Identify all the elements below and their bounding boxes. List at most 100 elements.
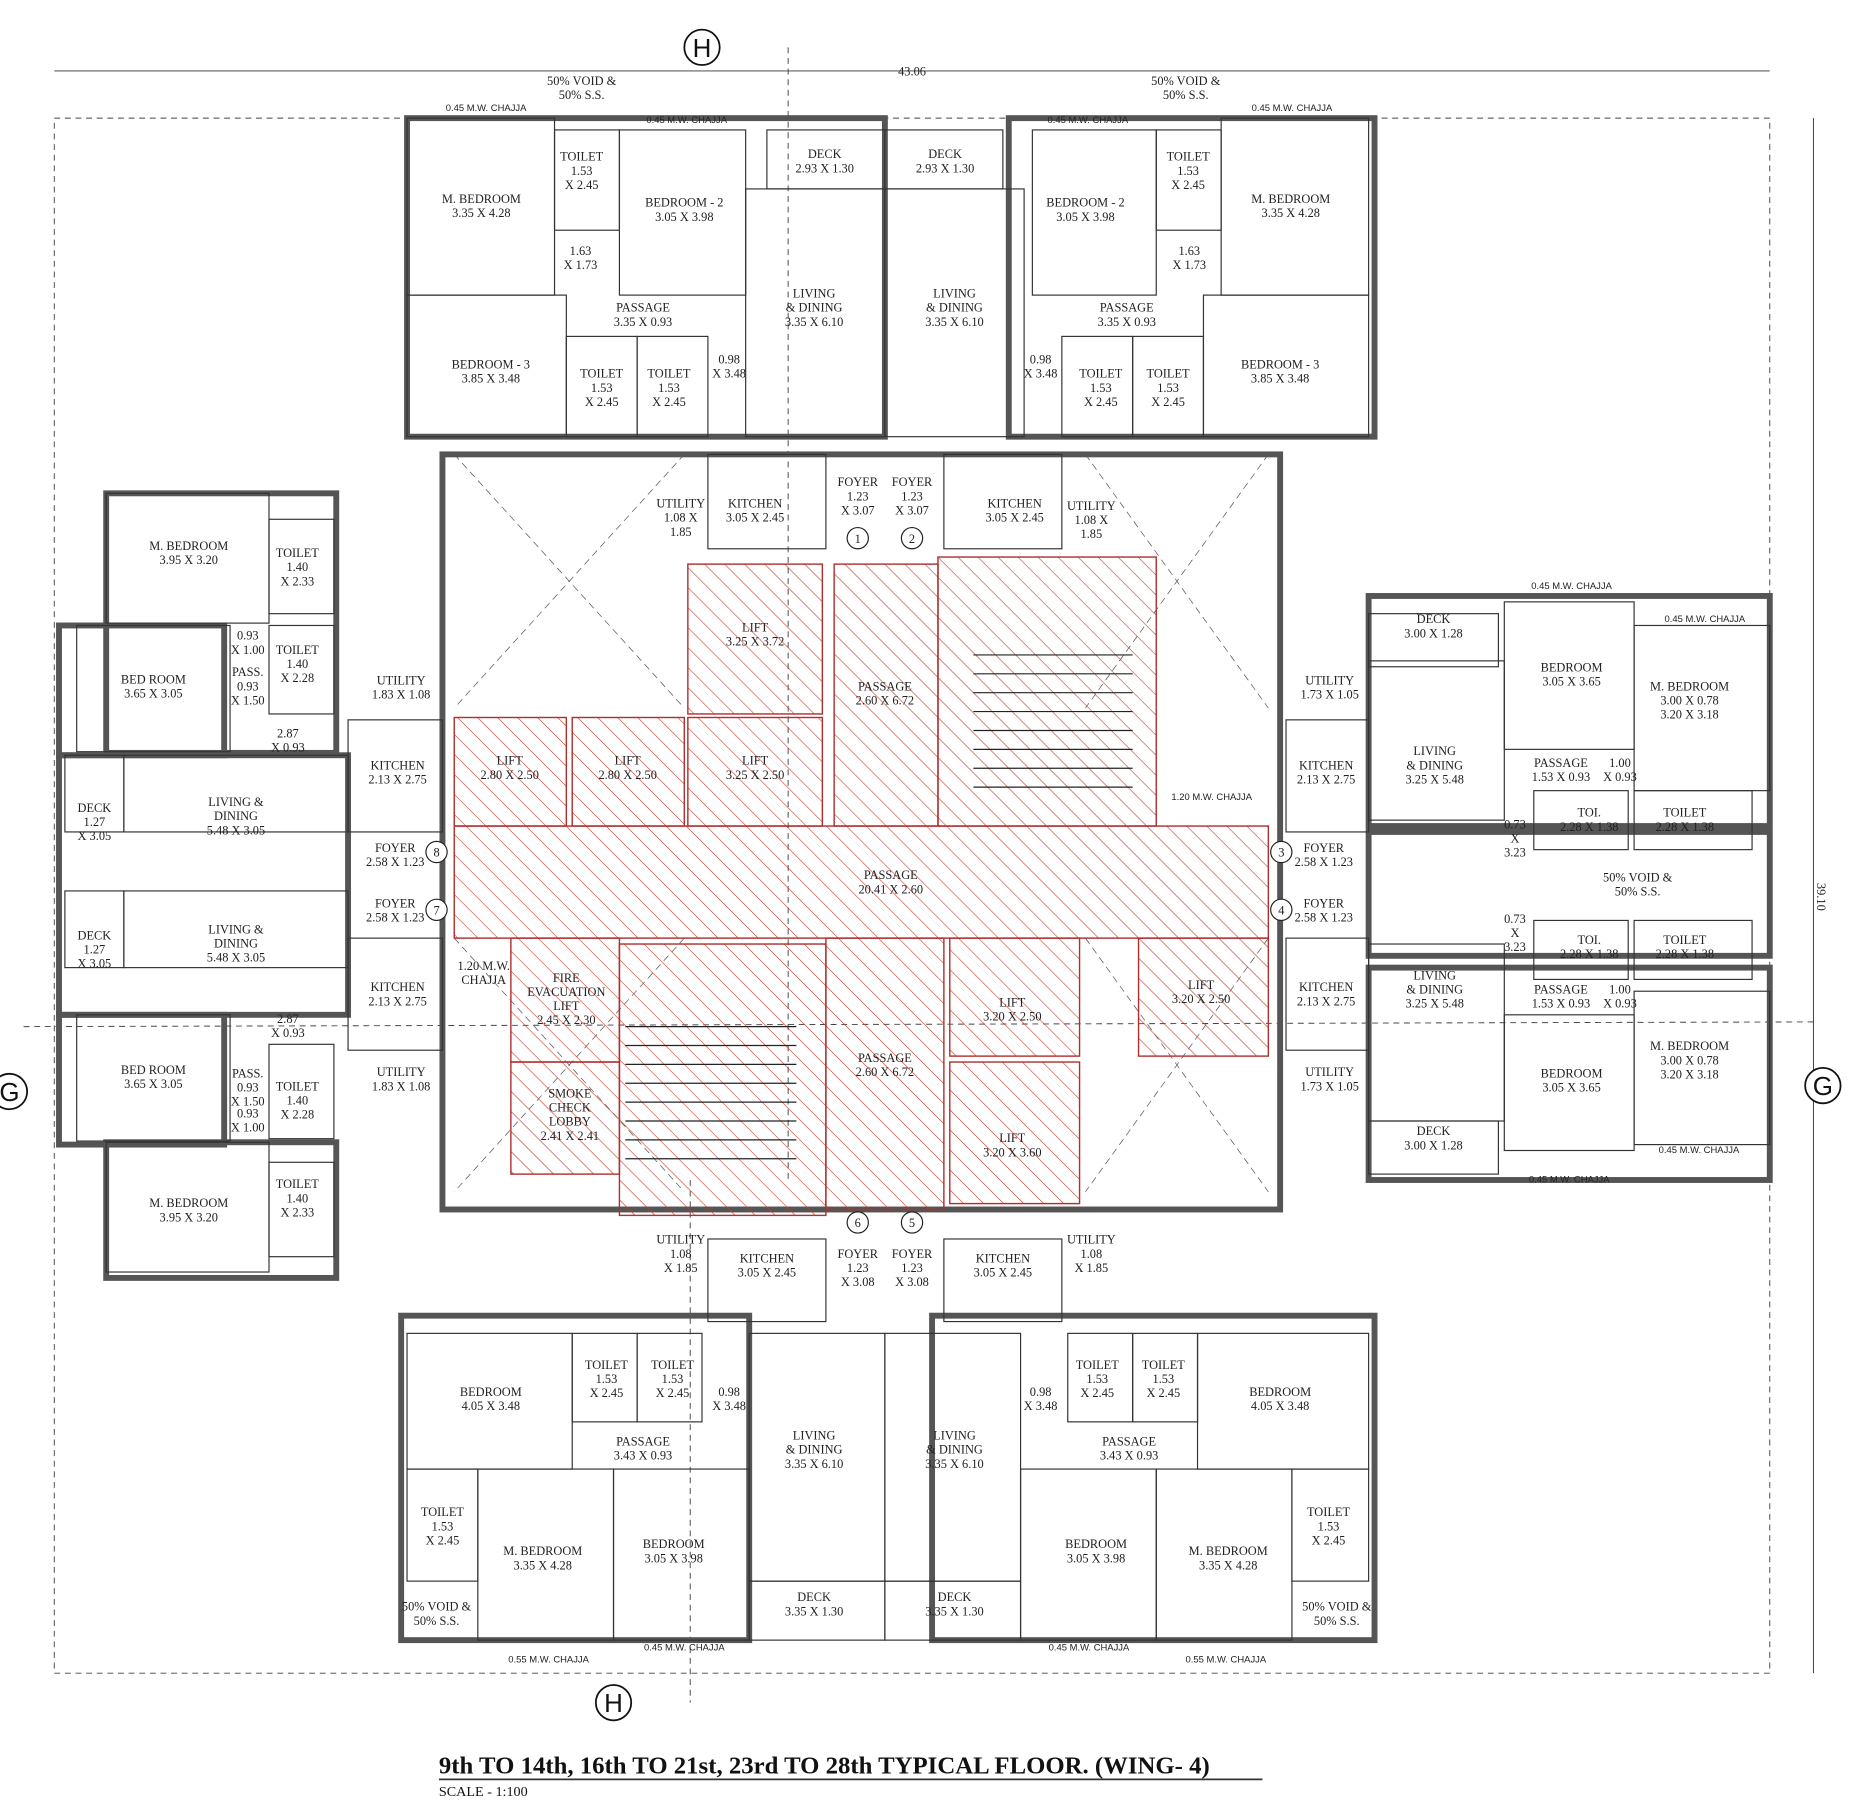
room-label-line: LIVING [1413, 968, 1456, 982]
room-label-line: 0.45 M.W. CHAJJA [1252, 102, 1333, 113]
room-label-line: DECK [78, 928, 112, 942]
unit-number-marker: 4 [1270, 898, 1293, 922]
room-label-line: 1.40 [286, 657, 308, 671]
room-outline [268, 1043, 335, 1140]
room-label-line: X 3.48 [1024, 1399, 1058, 1413]
room-label-line: 50% VOID & [547, 74, 617, 88]
room-label-line: PASSAGE [1534, 983, 1588, 997]
room-label-line: X 3.48 [712, 367, 746, 381]
unit-number-marker: 3 [1270, 840, 1293, 864]
room-label-line: TOILET [585, 1358, 629, 1372]
room-label-line: 2.58 X 1.23 [1295, 855, 1353, 869]
room-label-line: TOILET [276, 546, 320, 560]
room-label-line: FOYER [375, 841, 416, 855]
room-label: 0.45 M.W. CHAJJA [1252, 102, 1333, 113]
room-label-line: 3.25 X 2.50 [726, 768, 784, 782]
room-label: 50% VOID &50% S.S. [1603, 870, 1673, 898]
room-label-line: DECK [797, 1590, 831, 1604]
room-label-line: SMOKE [548, 1086, 591, 1100]
unit-number: 5 [909, 1216, 915, 1230]
room-label: TOI.2.28 X 1.38 [1560, 933, 1618, 961]
room-label-line: M. BEDROOM [1251, 192, 1330, 206]
room-label-line: 50% S.S. [1314, 1614, 1360, 1628]
room-label-line: 0.45 M.W. CHAJJA [646, 114, 727, 125]
room-label-line: X 2.45 [1084, 395, 1118, 409]
room-label-line: 2.41 X 2.41 [541, 1129, 599, 1143]
room-label-line: X [1510, 926, 1519, 940]
room-label-line: LOBBY [549, 1115, 591, 1129]
room-label-line: LIVING & [208, 795, 264, 809]
room-label-line: 3.35 X 4.28 [1199, 1558, 1257, 1572]
room-label-line: TOILET [1076, 1358, 1120, 1372]
room-label-line: 3.05 X 2.45 [738, 1266, 796, 1280]
room-label-line: DECK [928, 147, 962, 161]
room-label-line: BEDROOM [460, 1385, 522, 1399]
room-label: 50% VOID &50% S.S. [1302, 1600, 1372, 1628]
room-label-line: 50% S.S. [1615, 885, 1661, 899]
room-label-line: LIFT [553, 999, 580, 1013]
overall-height-dimension: 39.10 [1814, 883, 1828, 911]
unit-number: 4 [1278, 904, 1284, 918]
room-label-line: LIVING [793, 1429, 836, 1443]
room-outline [1132, 335, 1205, 438]
room-label-line: 1.08 X [1075, 513, 1109, 527]
room-label-line: 3.23 [1504, 846, 1526, 860]
room-label-line: X 2.45 [1312, 1534, 1346, 1548]
room-label-line: 2.13 X 2.75 [368, 994, 426, 1008]
room-outline [347, 937, 444, 1051]
room-label-line: 1.73 X 1.05 [1300, 1079, 1358, 1093]
room-label-line: 3.35 X 4.28 [514, 1558, 572, 1572]
room-label-line: BEDROOM [1065, 1537, 1127, 1551]
room-label-line: 1.53 [658, 381, 680, 395]
walls-layer [23, 47, 1817, 1703]
room-outline [612, 1468, 750, 1641]
room-label-line: DECK [78, 801, 112, 815]
room-label-line: 3.43 X 0.93 [614, 1449, 672, 1463]
room-label: 0.45 M.W. CHAJJA [1659, 1144, 1740, 1155]
unit-circle [846, 526, 869, 550]
room-label-line: 1.23 [847, 1261, 869, 1275]
room-label-line: PASSAGE [858, 1051, 912, 1065]
room-label-line: 1.08 X [664, 511, 698, 525]
room-label-line: KITCHEN [370, 758, 424, 772]
room-outline [123, 890, 349, 969]
room-label-line: 3.35 X 6.10 [785, 315, 843, 329]
room-label-line: 1.85 [1081, 527, 1103, 541]
room-label-line: 50% VOID & [1151, 74, 1221, 88]
room-label-line: 4.05 X 3.48 [462, 1399, 520, 1413]
room-label-line: TOILET [276, 1177, 320, 1191]
room-outline [347, 719, 444, 833]
room-label-line: 4.05 X 3.48 [1251, 1399, 1309, 1413]
room-label: 50% VOID &50% S.S. [547, 74, 617, 102]
room-label-line: X 2.45 [652, 395, 686, 409]
room-label-line: & DINING [1406, 983, 1463, 997]
room-label-line: 50% S.S. [414, 1614, 460, 1628]
room-label-line: BEDROOM - 2 [1046, 196, 1124, 210]
room-label-line: X 0.93 [1603, 770, 1637, 784]
room-label-line: X 2.45 [426, 1534, 460, 1548]
